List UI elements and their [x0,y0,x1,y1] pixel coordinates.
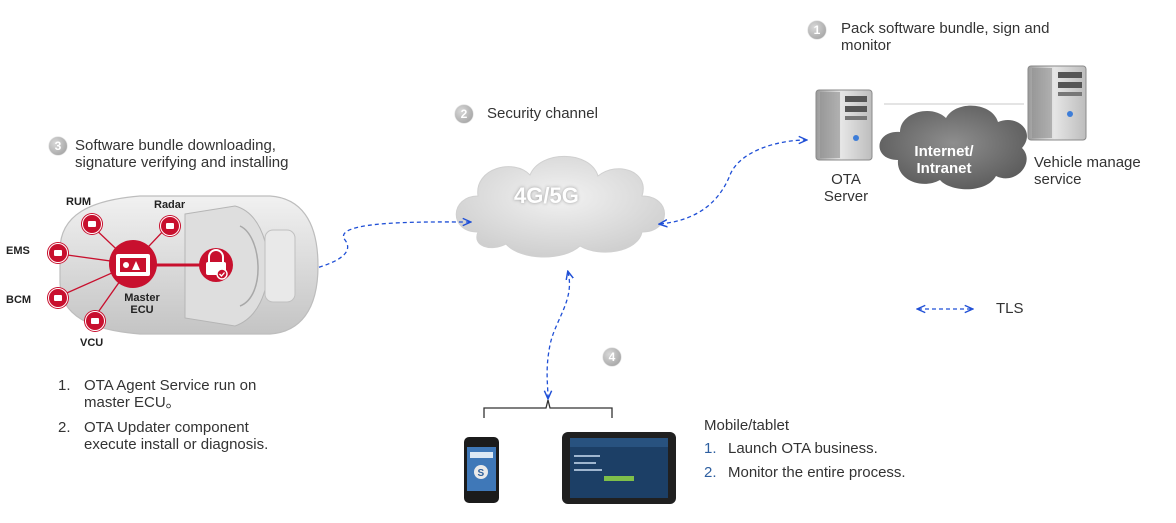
ecu-node-ems [48,243,68,263]
agent-list-number: 2. [58,419,71,436]
mobile-list-number: 2. [704,464,717,481]
step-2-text: Security channel [487,105,598,122]
4g-to-mobile-link [547,272,569,398]
car-to-4g-link [236,222,470,280]
step-1-badge: 1 [808,21,826,39]
tls-legend-label: TLS [996,300,1024,317]
agent-list-text: OTA Updater component execute install or… [84,419,269,453]
ecu-label-radar: Radar [154,199,186,211]
step-2-badge: 2 [455,105,473,123]
cloud-4g5g-shape [455,155,665,258]
master-ecu-label: Master ECU [124,292,160,316]
lock-icon [199,248,233,282]
ecu-label-rum: RUM [66,196,92,208]
cloud-4g5g-label: 4G/5G [514,183,579,208]
ecu-node-radar [160,216,180,236]
step-3-badge: 3 [49,137,67,155]
agent-list-item: 2. OTA Updater component execute install… [58,419,298,453]
step-1-text: Pack software bundle, sign and monitor [841,20,1050,54]
agent-list: 1. OTA Agent Service run on master ECU。 … [58,377,298,461]
cloud-internet-label: Internet/ Intranet [914,143,974,177]
cloud-internet-shape [879,105,1027,190]
ecu-label-ems: EMS [6,245,30,257]
agent-list-number: 1. [58,377,71,394]
devices-brace [483,399,613,418]
mobile-list-text: Monitor the entire process. [728,464,906,481]
mobile-list-item: 1. Launch OTA business. [704,440,964,457]
ota-server-icon [815,89,873,161]
mobile-list-item: 2. Monitor the entire process. [704,464,964,481]
mobile-list-number: 1. [704,440,717,457]
ecu-node-vcu [85,311,105,331]
vehicle-manage-label: Vehicle manage service [1034,154,1141,188]
phone-icon: S [464,437,499,503]
ecu-node-rum [82,214,102,234]
mobile-list-text: Launch OTA business. [728,440,878,457]
tablet-icon [562,432,676,504]
ota-server-label: OTA Server [823,171,869,205]
step-4-badge: 4 [603,348,621,366]
step-3-text: Software bundle downloading, signature v… [75,137,289,171]
mobile-title: Mobile/tablet [704,417,790,434]
agent-list-item: 1. OTA Agent Service run on master ECU。 [58,377,298,411]
4g-to-ota-link [660,140,806,224]
ecu-label-bcm: BCM [6,294,32,306]
mobile-panel: Mobile/tablet 1. Launch OTA business. 2.… [704,417,964,488]
ecu-label-vcu: VCU [80,337,104,349]
master-ecu-icon [109,240,157,288]
ecu-node-bcm [48,288,68,308]
vehicle-manage-server-icon [1027,65,1087,141]
svg-text:S: S [478,468,485,479]
agent-list-text: OTA Agent Service run on master ECU。 [84,377,257,411]
